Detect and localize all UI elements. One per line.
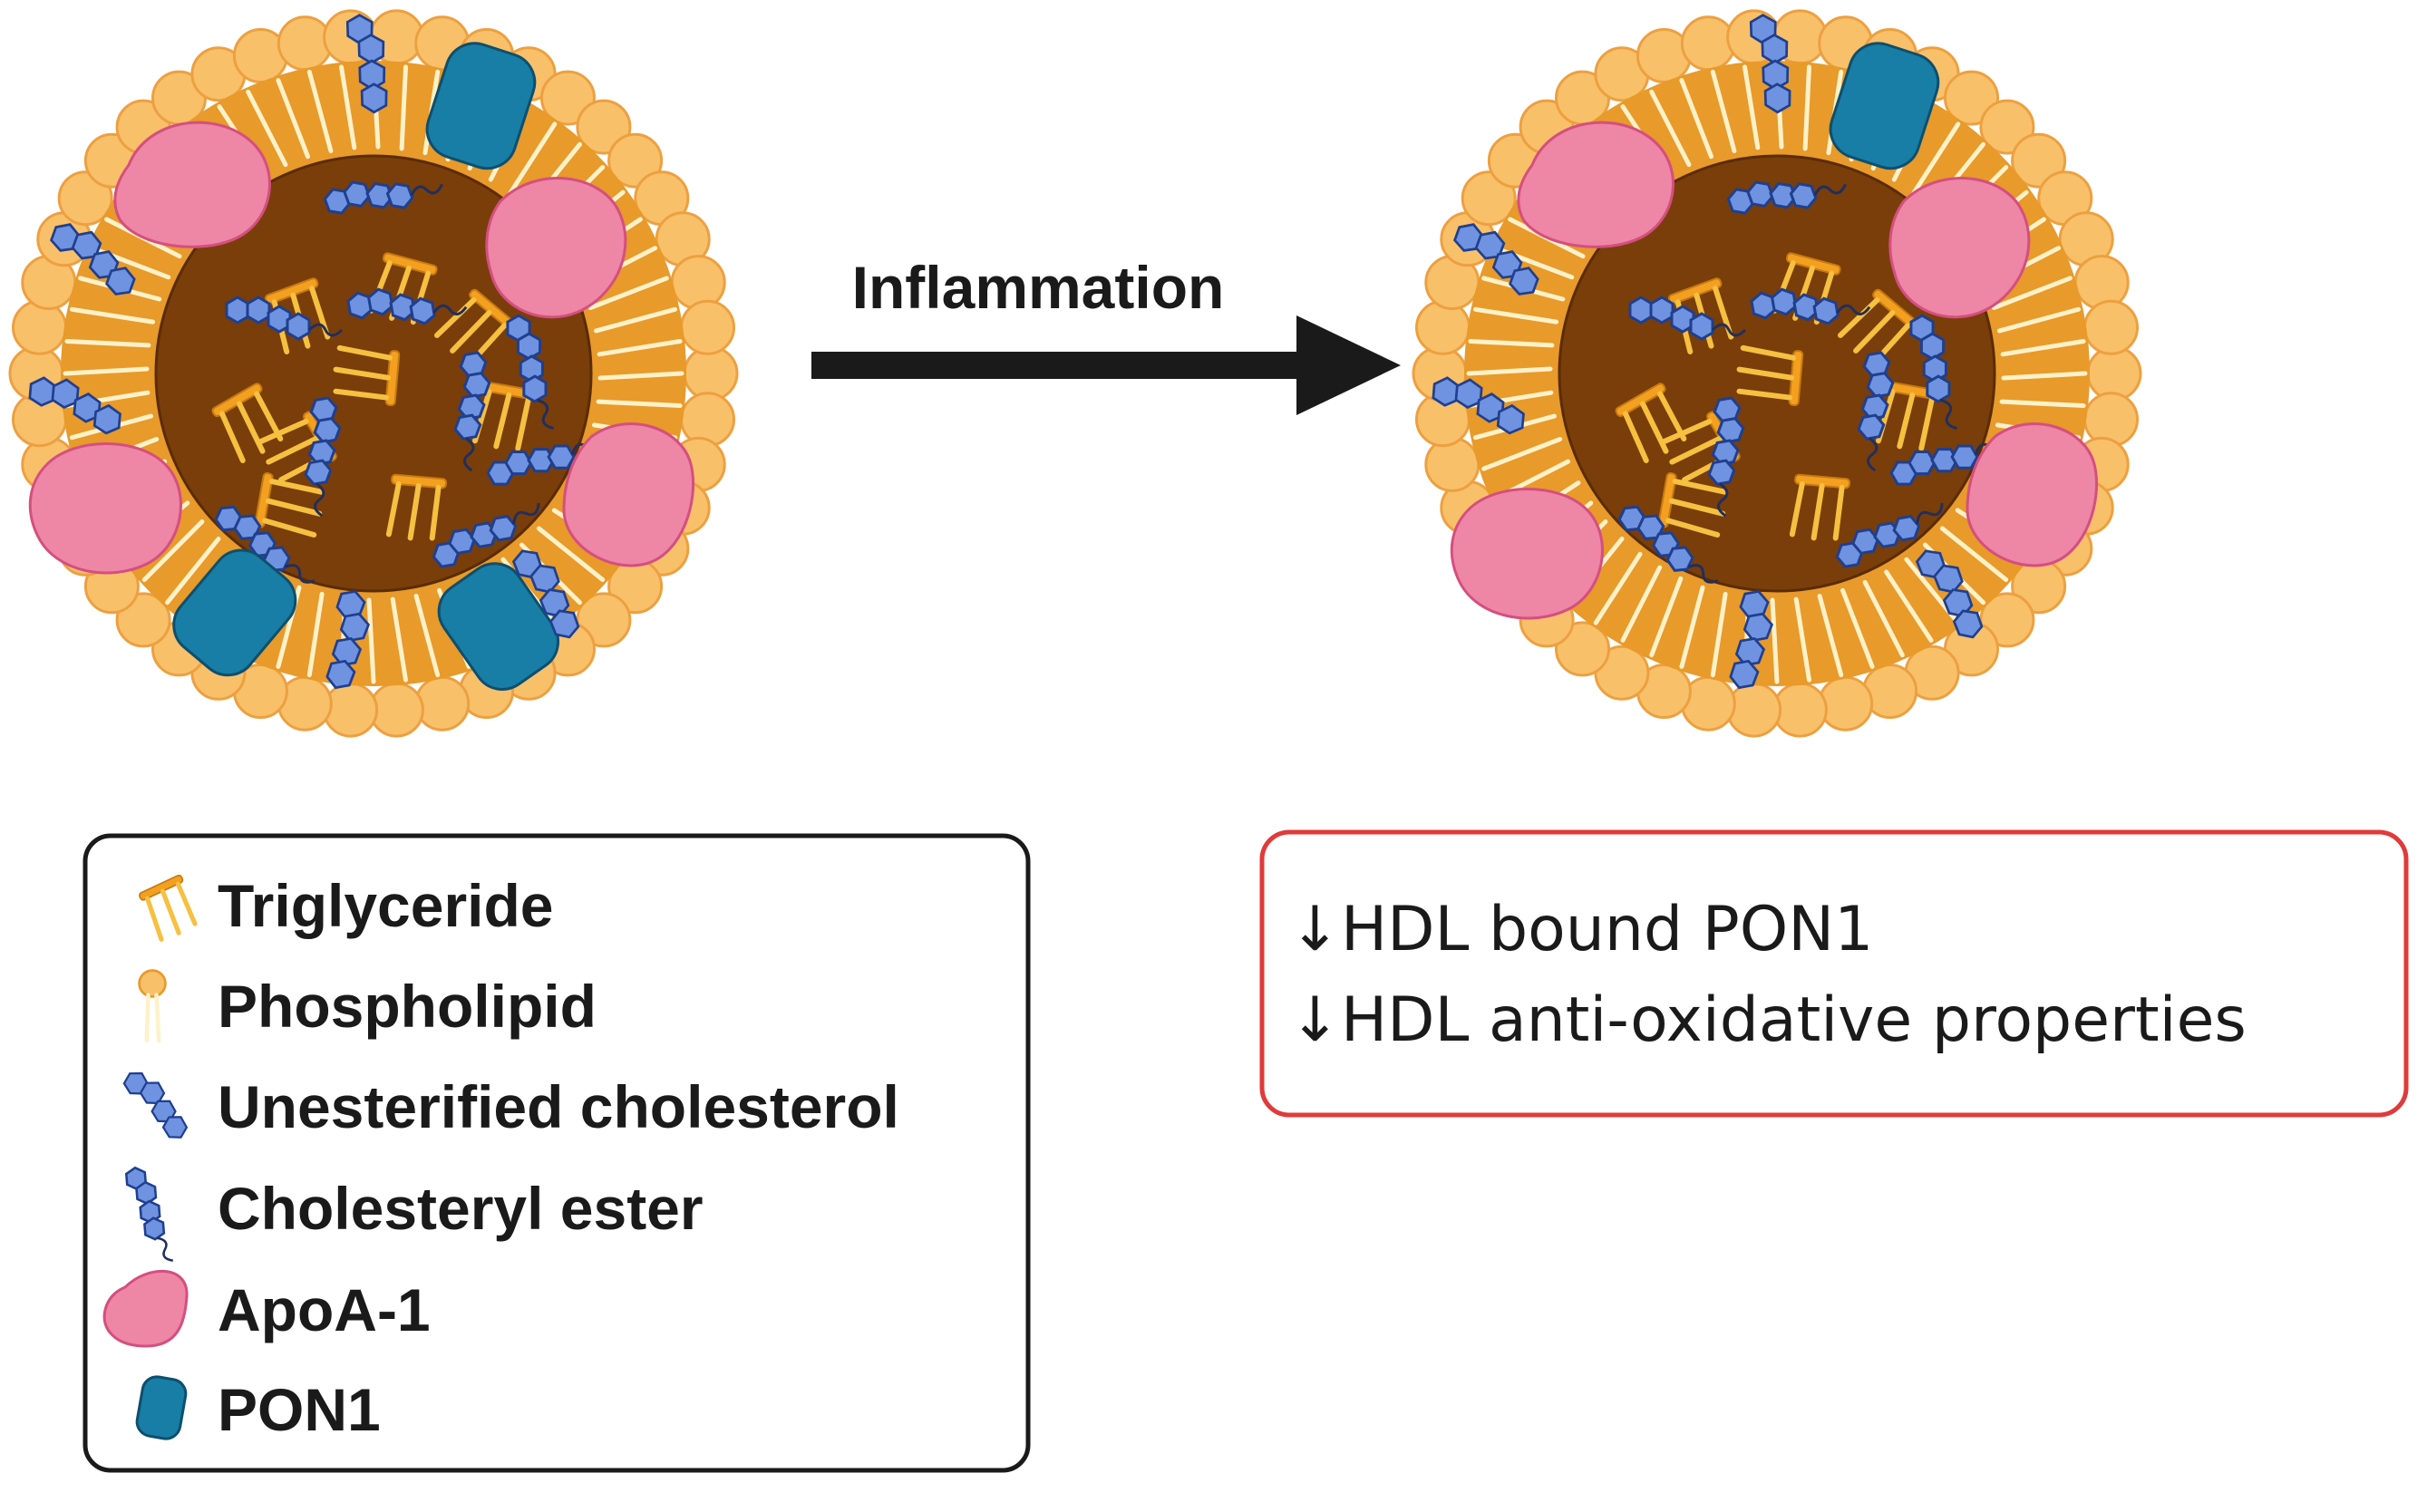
phospholipid-head — [57, 170, 113, 227]
phospholipid-head — [2083, 392, 2139, 448]
phospholipid-tail — [1884, 569, 1934, 643]
phospholipid-head — [2083, 299, 2139, 355]
legend-label-apoa1: ApoA-1 — [218, 1276, 431, 1343]
phospholipid-tail — [597, 371, 684, 381]
phospholipid-tail — [1817, 594, 1844, 678]
legend-label-cholesteryl-ester: Cholesteryl ester — [218, 1175, 704, 1242]
phospholipid-head — [414, 675, 471, 732]
arrow-shaft — [811, 352, 1319, 379]
apoa1-protein — [28, 121, 695, 575]
phospholipid-head — [277, 15, 333, 72]
pon1-protein — [1829, 42, 1940, 170]
pon1-protein — [172, 42, 560, 691]
legend-label-pon1: PON1 — [218, 1376, 381, 1443]
hdl-particle-normal — [8, 9, 739, 738]
effects-box — [1259, 829, 2409, 1118]
legend-label-unesterified-cholesterol: Unesterified cholesterol — [218, 1073, 899, 1140]
effect-line-pon1: ↓HDL bound PON1 — [1289, 894, 1873, 965]
phospholipid-tail — [1620, 565, 1663, 643]
arrow-head — [1296, 315, 1401, 415]
phospholipid-tail — [1997, 306, 2082, 334]
phospholipid-head — [12, 299, 67, 355]
phospholipid-tail — [1679, 78, 1713, 160]
phospholipid-tail — [69, 306, 156, 325]
phospholipid-tail — [64, 339, 151, 348]
phospholipid-tail — [413, 594, 441, 678]
legend-icon-apoa1 — [102, 1269, 189, 1348]
phospholipid-tail — [276, 78, 310, 160]
phospholipid-tail — [1991, 276, 2073, 310]
phospholipid-head — [1818, 675, 1874, 732]
legend-icon-pon1 — [135, 1375, 188, 1440]
phospholipid-head — [1680, 15, 1736, 72]
hdl-particle-inflamed — [1412, 9, 2142, 738]
phospholipid-head — [2086, 345, 2142, 402]
phospholipid-tail — [1472, 306, 1559, 325]
phospholipid-tail — [1649, 89, 1692, 168]
phospholipid-tail — [594, 306, 678, 334]
phospholipid-tail — [306, 69, 334, 153]
phospholipid-tail — [306, 591, 325, 678]
phospholipid-tail — [1770, 597, 1780, 684]
phospholipid-tail — [339, 64, 357, 150]
phospholipid-tail — [1649, 576, 1684, 658]
phospholipid-tail — [2001, 371, 2088, 381]
arrow-label: Inflammation — [852, 254, 1225, 321]
phospholipid-head — [368, 682, 424, 738]
phospholipid-head — [670, 255, 726, 311]
phospholipid-head — [607, 132, 664, 189]
phospholipid-head — [2011, 132, 2067, 189]
phospholipid-tail — [596, 399, 683, 408]
legend-label-triglyceride: Triglyceride — [218, 872, 554, 939]
phospholipid-tail — [587, 276, 669, 310]
inflammation-arrow: Inflammation — [811, 254, 1401, 415]
apoa1-protein — [1450, 121, 2099, 620]
phospholipid-tail — [1802, 64, 1811, 151]
phospholipid-tail — [366, 597, 376, 684]
phospholipid-tail — [1710, 69, 1737, 153]
phospholipid-tail — [1911, 121, 1961, 196]
phospholipid-tail — [1468, 339, 1555, 348]
phospholipid-head — [680, 392, 735, 448]
phospholipid-tail — [165, 536, 221, 606]
phospholipid-tail — [246, 89, 288, 168]
phospholipid-head — [1461, 170, 1517, 227]
phospholipid-tail — [141, 519, 205, 582]
phospholipid-tail — [1481, 437, 1563, 471]
phospholipid-tail — [1862, 579, 1905, 658]
phospholipid-tail — [1939, 526, 2009, 582]
phospholipid-head — [1415, 299, 1471, 355]
phospholipid-tail — [1743, 64, 1761, 150]
phospholipid-tail — [1840, 587, 1875, 669]
phospholipid-tail — [399, 64, 408, 151]
legend: Triglyceride Phospholipid Unesterified c… — [83, 833, 1031, 1473]
phospholipid-tail — [1593, 551, 1643, 625]
phospholipid-tail — [1710, 591, 1728, 678]
phospholipid-tail — [536, 526, 606, 582]
effect-line-antioxidative: ↓HDL anti-oxidative properties — [1289, 984, 2247, 1056]
legend-label-phospholipid: Phospholipid — [218, 973, 597, 1040]
phospholipid-tail — [1793, 596, 1811, 683]
phospholipid-tail — [390, 596, 408, 683]
phospholipid-head — [1424, 436, 1480, 492]
phospholipid-tail — [1466, 366, 1553, 376]
legend-box — [83, 833, 1031, 1473]
phospholipid-tail — [63, 366, 150, 376]
phospholipid-tail — [2000, 339, 2086, 357]
phospholipid-tail — [508, 121, 558, 196]
phospholipid-head — [323, 682, 379, 738]
phospholipid-head — [2073, 255, 2130, 311]
phospholipid-head — [683, 345, 739, 402]
phospholipid-head — [680, 299, 735, 355]
phospholipid-tail — [1679, 585, 1705, 669]
phospholipid-tail — [1999, 399, 2086, 408]
phospholipid-tail — [597, 339, 683, 357]
phospholipid-head — [1726, 682, 1782, 738]
inflammation-effects: ↓HDL bound PON1 ↓HDL anti-oxidative prop… — [1259, 829, 2409, 1118]
